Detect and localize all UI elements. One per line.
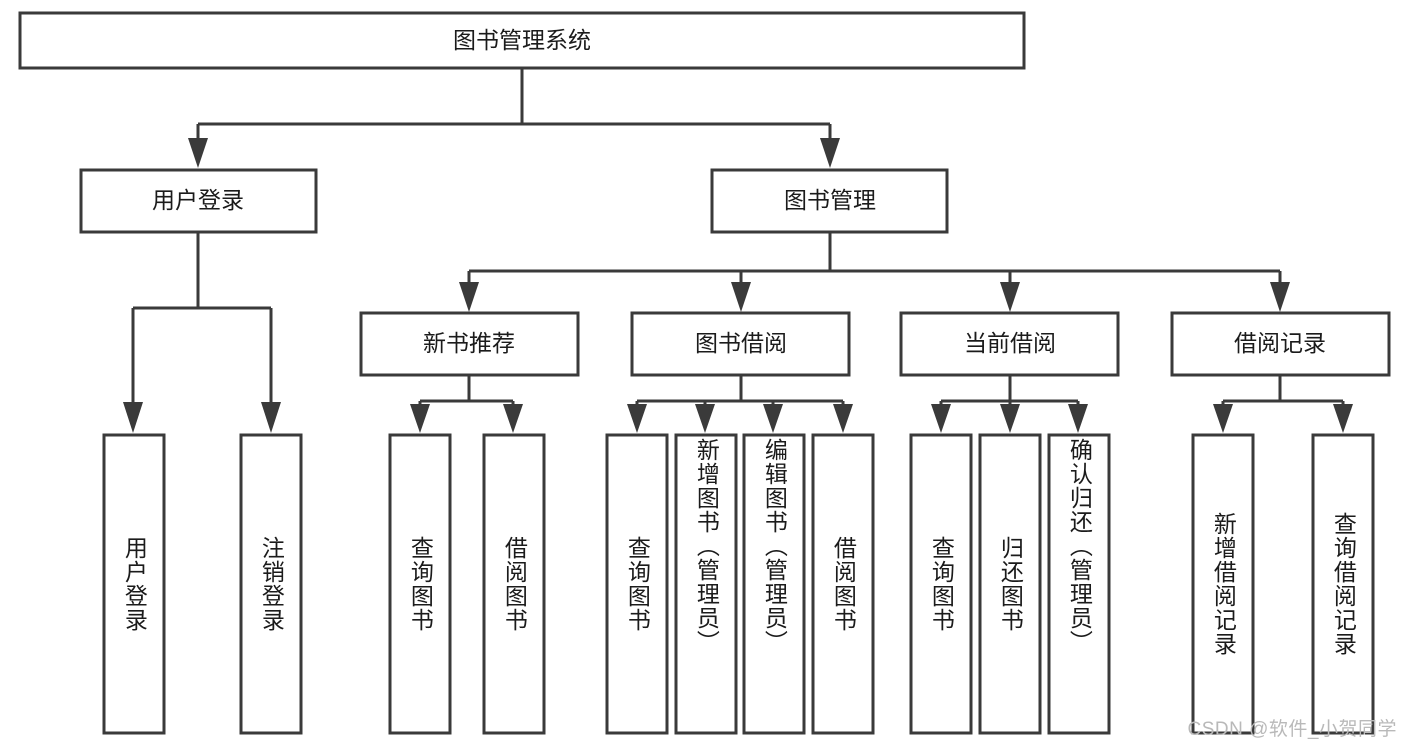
node-borrow-record-label: 借阅记录 [1234, 330, 1326, 356]
connector-group-new-book-recommend [410, 375, 523, 433]
arrow-head-leaf-add-record [1213, 404, 1233, 433]
connector-group-user-login [123, 232, 281, 433]
arrow-head-new-book-recommend [459, 282, 479, 312]
node-new-book-recommend-label: 新书推荐 [423, 330, 515, 356]
node-current-borrow-box[interactable] [899, 311, 1120, 377]
arrow-head-leaf-query-book-1 [410, 404, 430, 433]
node-new-book-recommend-box[interactable] [359, 311, 580, 377]
connector-group-root [188, 68, 840, 168]
arrow-head-leaf-logout [261, 402, 281, 433]
node-leaf-borrow-book-2-box[interactable] [811, 433, 875, 735]
node-leaf-user-login-box[interactable] [102, 433, 166, 735]
node-leaf-return-book-box[interactable] [978, 433, 1042, 735]
arrow-head-leaf-edit-book [763, 404, 783, 433]
node-book-borrow-label: 图书借阅 [695, 330, 787, 356]
arrow-head-leaf-borrow-book-1 [503, 404, 523, 433]
node-book-manage-label: 图书管理 [784, 187, 876, 213]
arrow-head-current-borrow [1000, 282, 1020, 312]
arrow-head-leaf-add-book [695, 404, 715, 433]
watermark-text: CSDN @软件_小贺同学 [1187, 719, 1397, 740]
arrow-head-book-manage [820, 138, 840, 168]
arrow-head-leaf-return-book [1000, 404, 1020, 433]
node-leaf-add-book-box[interactable] [674, 433, 738, 735]
node-user-login-label: 用户登录 [152, 187, 244, 213]
node-leaf-query-book-3-box[interactable] [909, 433, 973, 735]
node-root-label: 图书管理系统 [453, 27, 591, 53]
node-leaf-query-book-1-box[interactable] [388, 433, 452, 735]
node-leaf-edit-book-box[interactable] [742, 433, 806, 735]
node-current-borrow-label: 当前借阅 [964, 330, 1056, 356]
arrow-head-leaf-query-record [1333, 404, 1353, 433]
arrow-head-book-borrow [731, 282, 751, 312]
connector-group-borrow-record [1213, 375, 1353, 433]
node-leaf-add-record-box[interactable] [1191, 433, 1255, 735]
arrow-head-leaf-query-book-2 [627, 404, 647, 433]
arrow-head-leaf-query-book-3 [931, 404, 951, 433]
node-borrow-record-box[interactable] [1170, 311, 1391, 377]
connector-group-book-manage [459, 232, 1290, 312]
arrow-head-user-login [188, 138, 208, 168]
node-root-box[interactable] [18, 11, 1026, 70]
node-leaf-confirm-return-box[interactable] [1047, 433, 1111, 735]
node-leaf-query-book-2-box[interactable] [605, 433, 669, 735]
node-leaf-query-record-box[interactable] [1311, 433, 1375, 735]
arrow-head-leaf-borrow-book-2 [833, 404, 853, 433]
node-user-login-box[interactable] [79, 168, 318, 234]
arrow-head-borrow-record [1270, 282, 1290, 312]
node-book-borrow-box[interactable] [630, 311, 851, 377]
arrow-head-leaf-user-login [123, 402, 143, 433]
node-leaf-borrow-book-1-box[interactable] [482, 433, 546, 735]
arrow-head-leaf-confirm-return [1068, 404, 1088, 433]
node-leaf-logout-box[interactable] [239, 433, 303, 735]
connector-group-current-borrow [931, 375, 1088, 433]
connector-group-book-borrow [627, 375, 853, 433]
node-book-manage-box[interactable] [710, 168, 949, 234]
